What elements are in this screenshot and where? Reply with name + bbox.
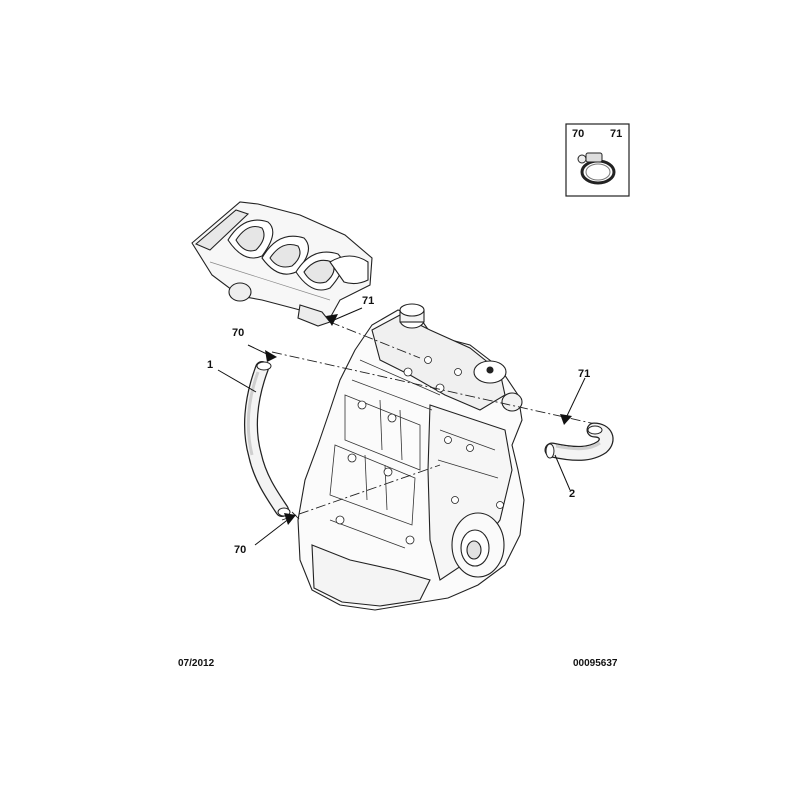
- legend-box: 70 71: [565, 123, 630, 197]
- callout-lines: [217, 307, 586, 546]
- callout-70-bottom: 70: [234, 544, 246, 556]
- hose-clamp-icon: [577, 152, 616, 185]
- hose-part-1: [243, 361, 291, 517]
- diagram-date: 07/2012: [178, 658, 215, 669]
- diagram-reference-number: 00095637: [573, 658, 618, 669]
- callout-1: 1: [207, 359, 213, 371]
- marker-71-right: [560, 414, 572, 425]
- callout-2: 2: [569, 488, 575, 500]
- intake-manifold: [191, 201, 373, 327]
- callout-71-right: 71: [578, 368, 590, 380]
- legend-code-70: 70: [572, 128, 584, 140]
- callout-labels: 1 70 71 71 2 70: [207, 295, 590, 556]
- legend-code-71: 71: [610, 128, 622, 140]
- engine-block: [297, 303, 525, 611]
- hose-part-2: [544, 422, 614, 461]
- callout-70-top: 70: [232, 327, 244, 339]
- leader-lines: [271, 321, 601, 521]
- marker-70-bottom: [284, 513, 296, 525]
- marker-71-manifold: [326, 314, 338, 326]
- callout-71-manifold: 71: [362, 295, 374, 307]
